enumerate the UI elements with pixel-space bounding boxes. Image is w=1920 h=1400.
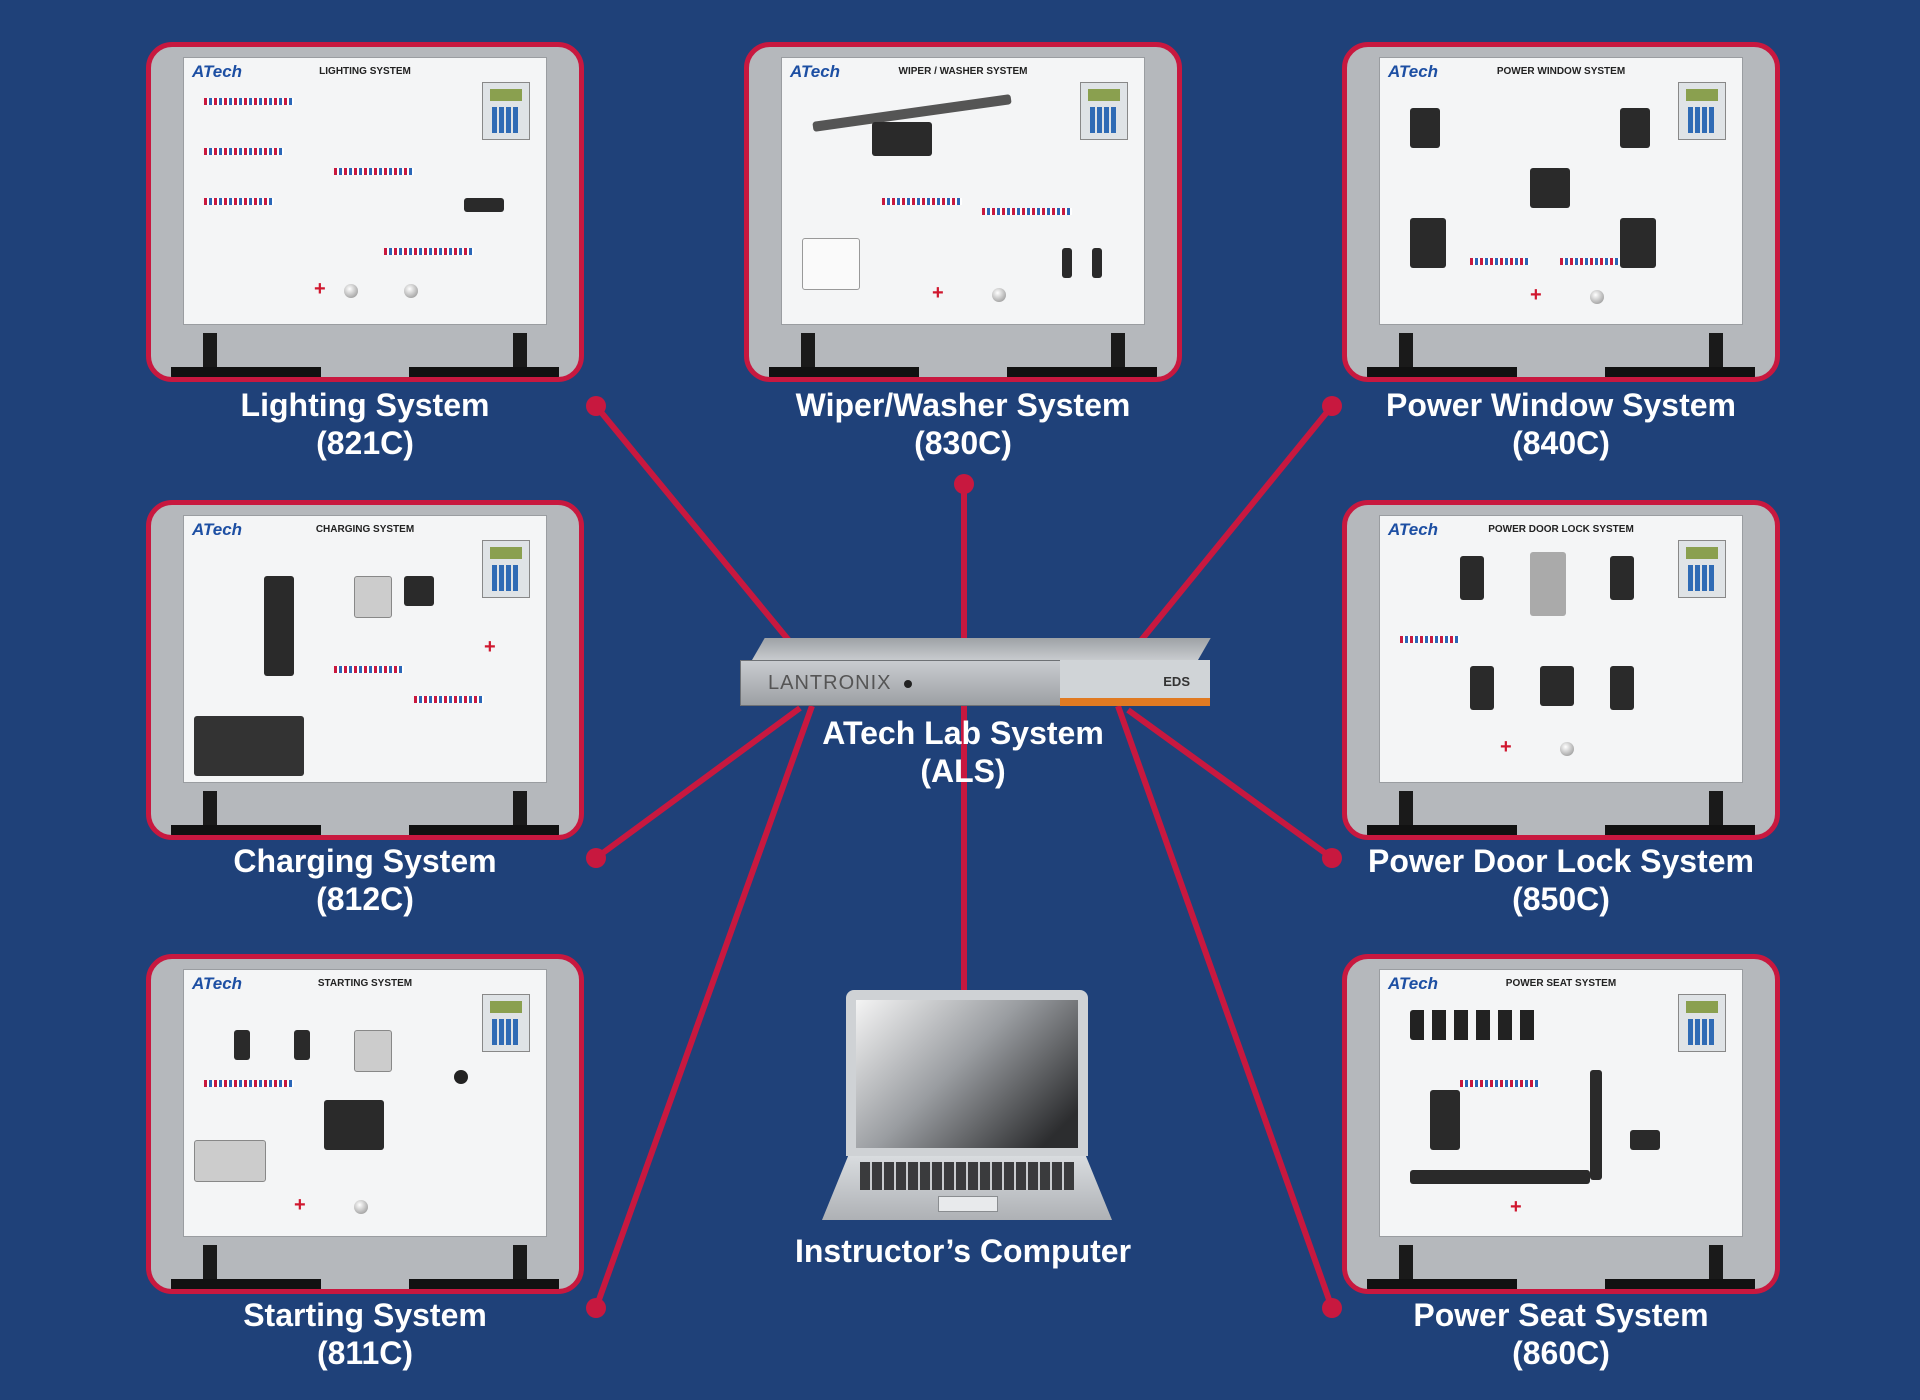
trainer-label: Lighting System (821C)	[115, 386, 615, 462]
trainer-frame: ATech POWER SEAT SYSTEM +	[1342, 954, 1780, 1294]
trainer-label: Wiper/Washer System (830C)	[713, 386, 1213, 462]
trainer-label: Power Door Lock System (850C)	[1311, 842, 1811, 918]
laptop-icon[interactable]	[822, 990, 1112, 1220]
trainer-frame: ATech POWER WINDOW SYSTEM +	[1342, 42, 1780, 382]
panel-title: POWER WINDOW SYSTEM	[1496, 66, 1626, 77]
trainer-frame: ATech LIGHTING SYSTEM +	[146, 42, 584, 382]
link-window	[1127, 404, 1335, 656]
connection-node-icon	[586, 396, 606, 416]
panel-title: POWER DOOR LOCK SYSTEM	[1488, 524, 1634, 535]
power-led-icon	[904, 680, 912, 688]
trainer-charging[interactable]: ATech CHARGING SYSTEM +	[146, 500, 584, 840]
trainer-frame: ATech STARTING SYSTEM +	[146, 954, 584, 1294]
trainer-frame: ATech WIPER / WASHER SYSTEM +	[744, 42, 1182, 382]
trainer-panel: ATech WIPER / WASHER SYSTEM +	[781, 57, 1145, 325]
trainer-starting[interactable]: ATech STARTING SYSTEM +	[146, 954, 584, 1294]
connection-node-icon	[586, 1298, 606, 1318]
connection-node-icon	[1322, 1298, 1342, 1318]
trainer-code: (850C)	[1512, 881, 1610, 917]
atech-logo: ATech	[192, 520, 243, 539]
lantronix-device-server[interactable]: LANTRONIX EDS	[740, 638, 1211, 710]
keypad-icon	[1678, 540, 1726, 598]
atech-logo: ATech	[1388, 974, 1439, 993]
trainer-name: Starting System	[243, 1297, 487, 1333]
trainer-name: Power Door Lock System	[1368, 843, 1754, 879]
trainer-label: Power Seat System (860C)	[1311, 1296, 1811, 1372]
instructor-computer-label: Instructor’s Computer	[794, 1233, 1132, 1269]
keypad-icon	[482, 540, 530, 598]
instructor-label: Instructor’s Computer	[713, 1232, 1213, 1270]
atech-logo: ATech	[192, 62, 243, 81]
trainer-code: (860C)	[1512, 1335, 1610, 1371]
connection-node-icon	[1322, 396, 1342, 416]
panel-title: CHARGING SYSTEM	[315, 524, 415, 535]
link-doorlock	[1126, 707, 1334, 861]
keypad-icon	[482, 994, 530, 1052]
trainer-lighting[interactable]: ATech LIGHTING SYSTEM +	[146, 42, 584, 382]
keypad-icon	[1080, 82, 1128, 140]
link-starting	[593, 704, 815, 1310]
atech-logo: ATech	[1388, 520, 1439, 539]
link-lighting	[593, 404, 803, 656]
keypad-icon	[482, 82, 530, 140]
trainer-power-door-lock[interactable]: ATech POWER DOOR LOCK SYSTEM +	[1342, 500, 1780, 840]
atech-logo: ATech	[192, 974, 243, 993]
atech-logo: ATech	[790, 62, 841, 81]
hub-title: ATech Lab System	[822, 715, 1104, 751]
trainer-wiper-washer[interactable]: ATech WIPER / WASHER SYSTEM +	[744, 42, 1182, 382]
device-model: EDS	[1163, 674, 1190, 689]
trainer-power-seat[interactable]: ATech POWER SEAT SYSTEM +	[1342, 954, 1780, 1294]
trainer-label: Charging System (812C)	[115, 842, 615, 918]
trainer-power-window[interactable]: ATech POWER WINDOW SYSTEM +	[1342, 42, 1780, 382]
trainer-panel: ATech LIGHTING SYSTEM +	[183, 57, 547, 325]
trainer-label: Starting System (811C)	[115, 1296, 615, 1372]
trainer-code: (811C)	[316, 1335, 414, 1371]
device-brand: LANTRONIX	[768, 672, 892, 694]
keypad-icon	[1678, 994, 1726, 1052]
trainer-name: Power Seat System	[1413, 1297, 1709, 1333]
trainer-code: (840C)	[1512, 425, 1610, 461]
panel-title: LIGHTING SYSTEM	[319, 66, 411, 77]
keypad-icon	[1678, 82, 1726, 140]
hub-label: ATech Lab System (ALS)	[713, 714, 1213, 790]
connection-node-icon	[586, 848, 606, 868]
trainer-name: Charging System	[233, 843, 497, 879]
link-charging	[594, 705, 802, 861]
trainer-frame: ATech CHARGING SYSTEM +	[146, 500, 584, 840]
trainer-name: Power Window System	[1386, 387, 1736, 423]
panel-title: WIPER / WASHER SYSTEM	[898, 66, 1028, 77]
atech-logo: ATech	[1388, 62, 1439, 81]
trainer-panel: ATech POWER DOOR LOCK SYSTEM +	[1379, 515, 1743, 783]
link-seat	[1115, 704, 1335, 1310]
trainer-panel: ATech POWER WINDOW SYSTEM +	[1379, 57, 1743, 325]
trainer-panel: ATech STARTING SYSTEM +	[183, 969, 547, 1237]
connection-node-icon	[1322, 848, 1342, 868]
trainer-frame: ATech POWER DOOR LOCK SYSTEM +	[1342, 500, 1780, 840]
connection-node-icon	[954, 474, 974, 494]
trainer-code: (812C)	[316, 881, 414, 917]
trainer-panel: ATech CHARGING SYSTEM +	[183, 515, 547, 783]
panel-title: POWER SEAT SYSTEM	[1505, 978, 1617, 989]
trainer-code: (821C)	[316, 425, 414, 461]
trainer-label: Power Window System (840C)	[1311, 386, 1811, 462]
trainer-code: (830C)	[914, 425, 1012, 461]
panel-title: STARTING SYSTEM	[317, 978, 413, 989]
trainer-name: Wiper/Washer System	[795, 387, 1131, 423]
hub-code: (ALS)	[920, 753, 1006, 789]
trainer-panel: ATech POWER SEAT SYSTEM +	[1379, 969, 1743, 1237]
trainer-name: Lighting System	[240, 387, 490, 423]
